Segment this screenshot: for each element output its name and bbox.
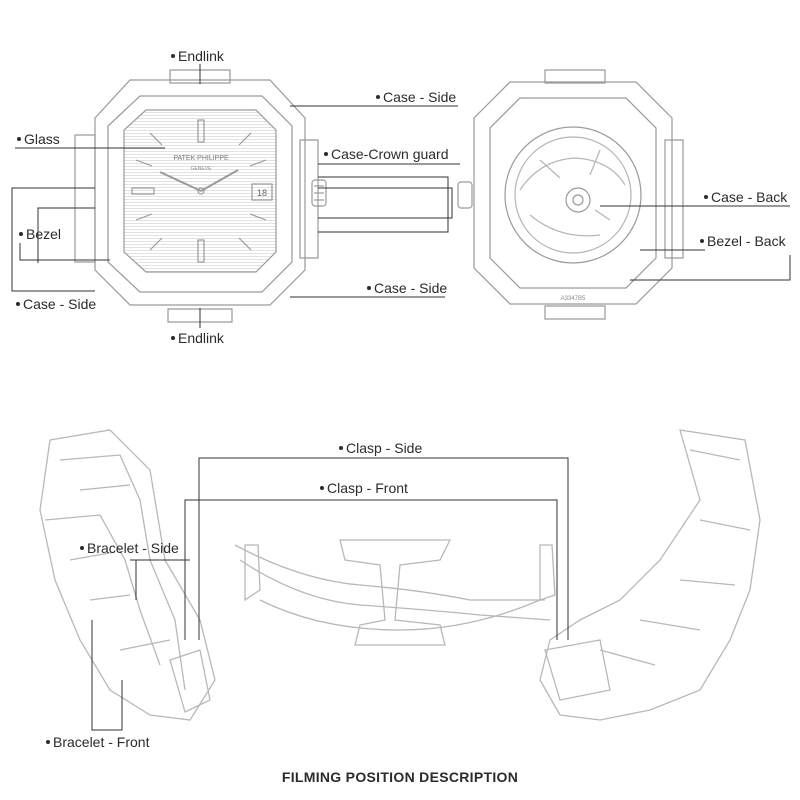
label-endlink-top: Endlink [171, 48, 224, 64]
label-case-side-top: Case - Side [376, 89, 456, 105]
front-watch-illustration [74, 69, 327, 323]
label-case-side-mid: Case - Side [367, 280, 447, 296]
label-bracelet-side: Bracelet - Side [80, 540, 179, 556]
label-endlink-bottom: Endlink [171, 330, 224, 346]
label-clasp-side: Clasp - Side [339, 440, 422, 456]
label-case-back: Case - Back [704, 189, 787, 205]
label-case-side-left: Case - Side [16, 296, 96, 312]
footer-title: FILMING POSITION DESCRIPTION [281, 769, 519, 785]
dial-city-text: GENEVE [191, 166, 213, 172]
label-bezel: Bezel [19, 226, 61, 242]
caseback-engraving: A3347B5 [561, 296, 586, 302]
dial-brand-text: PATEK PHILIPPE [173, 155, 229, 162]
bracelet-illustration [39, 429, 761, 721]
label-clasp-front: Clasp - Front [320, 480, 408, 496]
label-case-crown-guard: Case-Crown guard [324, 146, 449, 162]
label-glass: Glass [17, 131, 60, 147]
back-watch-illustration [457, 69, 684, 320]
label-bracelet-front: Bracelet - Front [46, 734, 149, 750]
label-bezel-back: Bezel - Back [700, 233, 786, 249]
date-window-text: 18 [257, 188, 267, 198]
leader-lines [11, 64, 791, 731]
